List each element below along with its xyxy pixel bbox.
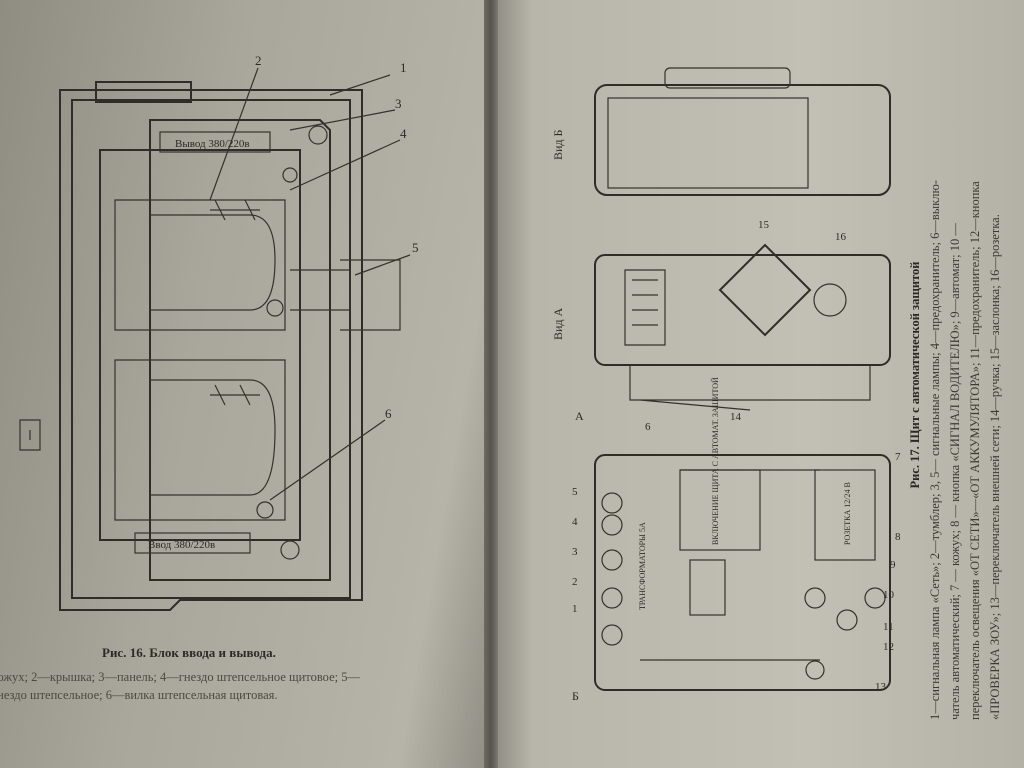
callout-13: 13 xyxy=(875,681,887,693)
figure-17-legend-line: переключатель освещения «ОТ СЕТИ»—«ОТ АК… xyxy=(968,181,982,720)
callout-16: 16 xyxy=(835,231,847,243)
callout-5: 5 xyxy=(412,240,419,255)
book-gutter xyxy=(484,0,498,768)
figure-16-legend-line: кожух; 2—крышка; 3—панель; 4—гнездо штеп… xyxy=(0,670,360,684)
callout-4: 4 xyxy=(572,516,578,528)
panel-socket-label: РОЗЕТКА 12/24 В xyxy=(843,482,852,545)
callout-7: 7 xyxy=(895,451,901,463)
panel-trans-label: ТРАНСФОРМАТОРЫ 5А xyxy=(638,522,647,610)
right-page: Вид Б Вид А А Б ВКЛЮЧЕНИЕ ЩИТА С АВТОМАТ… xyxy=(490,0,1024,768)
callout-11: 11 xyxy=(883,621,894,633)
callout-1: 1 xyxy=(572,603,578,615)
callout-14: 14 xyxy=(730,411,742,423)
callout-3: 3 xyxy=(395,96,402,111)
callout-10: 10 xyxy=(883,589,895,601)
figure-17-caption: Рис. 17. Щит с автоматической защитой 1—… xyxy=(905,30,1005,720)
callout-1: 1 xyxy=(400,60,407,75)
callout-2: 2 xyxy=(255,53,262,68)
callout-5: 5 xyxy=(572,486,578,498)
figure-16-title: Рис. 16. Блок ввода и вывода. xyxy=(102,645,276,660)
figure-16-drawing: Вывод 380/220в Ввод 380/220в 1 2 3 4 5 6 xyxy=(19,53,419,611)
callout-3: 3 xyxy=(572,546,578,558)
left-page: Вывод 380/220в Ввод 380/220в 1 2 3 4 5 6… xyxy=(0,0,492,768)
figure-17-legend-line: чатель автоматический; 7 — кожух; 8 — кн… xyxy=(948,223,962,720)
callout-9: 9 xyxy=(890,559,896,571)
figure-17-drawing: Вид Б Вид А А Б ВКЛЮЧЕНИЕ ЩИТА С АВТОМАТ… xyxy=(551,67,901,703)
callout-4: 4 xyxy=(400,126,407,141)
callout-6: 6 xyxy=(645,421,651,433)
input-plate-label: Ввод 380/220в xyxy=(148,539,215,551)
arrow-a-label: А xyxy=(575,409,584,423)
callout-15: 15 xyxy=(758,219,770,231)
view-a-label: Вид А xyxy=(551,307,565,340)
view-b-label: Вид Б xyxy=(551,129,565,160)
figure-17-title: Рис. 17. Щит с автоматической защитой xyxy=(908,261,922,489)
panel-main-label: ВКЛЮЧЕНИЕ ЩИТА С АВТОМАТ. ЗАЩИТОЙ xyxy=(711,377,720,545)
callout-8: 8 xyxy=(895,531,901,543)
figure-16-legend-line: гнездо штепсельное; 6—вилка штепсельная … xyxy=(0,688,278,702)
callout-6: 6 xyxy=(385,406,392,421)
callout-2: 2 xyxy=(572,576,578,588)
figure-17-legend-line: 1—сигнальная лампа «Сеть»; 2—тумблер; 3,… xyxy=(928,180,942,720)
output-plate-label: Вывод 380/220в xyxy=(175,138,250,150)
callout-12: 12 xyxy=(883,641,894,653)
arrow-b-label: Б xyxy=(572,689,579,703)
figure-17-legend-line: «ПРОВЕРКА ЗОУ»; 13—переключатель внешней… xyxy=(988,214,1002,720)
